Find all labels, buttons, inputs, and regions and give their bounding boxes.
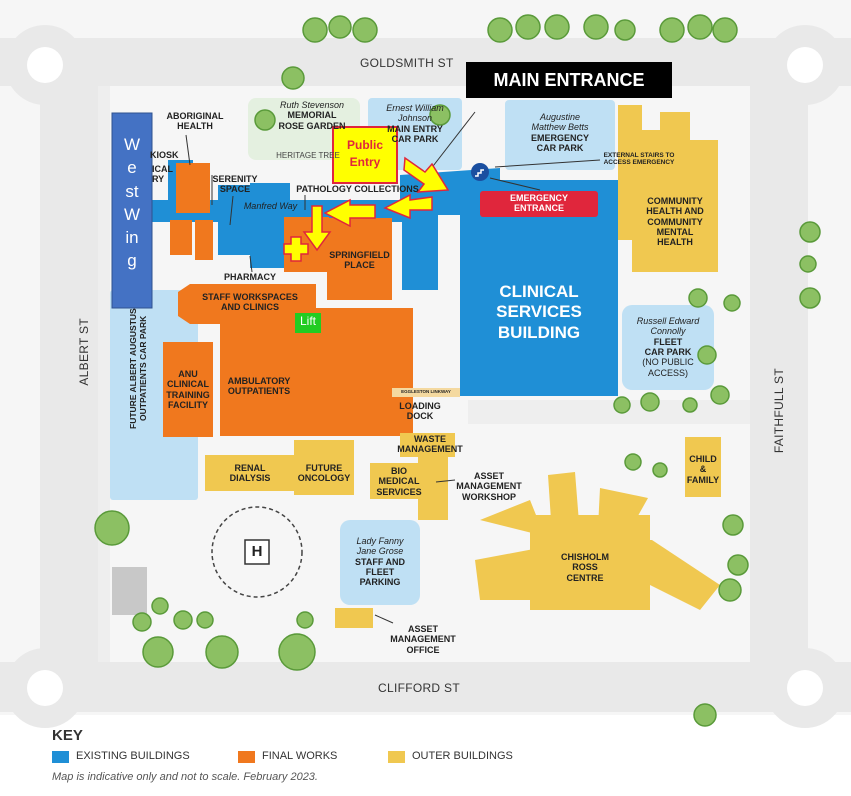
street-goldsmith: GOLDSMITH ST (360, 56, 454, 70)
heritage-tree-label: HERITAGE TREE (276, 151, 340, 160)
future-oncology (294, 440, 354, 495)
grey-block (112, 567, 147, 615)
asset-management-office (335, 608, 373, 628)
west-wing-label: W e st W in g (123, 135, 141, 271)
key-final: FINAL WORKS (262, 750, 338, 762)
lift-label: Lift (299, 314, 316, 328)
public-entry-box (332, 126, 398, 184)
aboriginal-health (176, 163, 210, 213)
west-wing-box (111, 112, 153, 309)
emergency-entrance (480, 191, 598, 217)
cross-marker (283, 236, 309, 262)
parking-areas (110, 98, 714, 605)
street-faithfull: FAITHFULL ST (772, 368, 786, 454)
leader-lines (185, 111, 601, 624)
helipad-circle (211, 506, 303, 598)
outer-buildings (205, 105, 721, 628)
anu-training (163, 342, 213, 437)
helipad-box (244, 539, 270, 565)
main-entrance-box (466, 62, 672, 98)
key-title: KEY (52, 727, 83, 744)
lift-marker (295, 313, 321, 333)
kiosk-label: KIOSK (150, 150, 179, 160)
child-family (685, 437, 721, 497)
eggleston-linkway-label: EGGLESTON LINKWAY (401, 389, 451, 394)
roundabouts (5, 25, 845, 728)
street-albert: ALBERT ST (77, 318, 91, 386)
key-note: Map is indicative only and not to scale.… (52, 771, 318, 783)
roads (0, 38, 851, 712)
arrow-to-main (403, 156, 450, 193)
bio-medical (370, 463, 424, 499)
eggleston-linkway (392, 388, 460, 397)
pharmacy-label: PHARMACY (223, 272, 276, 282)
arrow-left-2 (323, 198, 376, 228)
manfred-way-label: Manfred Way (243, 201, 298, 211)
arrow-left-1 (383, 193, 433, 220)
community-health (618, 105, 718, 272)
key-outer: OUTER BUILDINGS (412, 750, 513, 762)
street-clifford: CLIFFORD ST (378, 681, 460, 695)
key-existing: EXISTING BUILDINGS (76, 750, 190, 762)
chisholm-ross-centre (475, 472, 720, 610)
key-swatches (52, 751, 405, 763)
helipad-label: H (251, 543, 263, 560)
renal-dialysis (205, 455, 295, 491)
springfield-place (327, 218, 392, 300)
main-entrance-label: MAIN ENTRANCE (493, 70, 645, 90)
pathology-label: PATHOLOGY COLLECTIONS (296, 184, 419, 194)
waste-management (400, 433, 455, 457)
lady-fanny-parking (340, 520, 420, 605)
trees (94, 14, 821, 727)
arrow-down (302, 205, 332, 252)
augustine-car-park (505, 100, 615, 170)
entry-arrows (283, 156, 450, 262)
stairs-icon (471, 163, 489, 181)
russell-car-park (622, 305, 714, 390)
child-family-label: CHILD&FAMILY (686, 454, 720, 485)
